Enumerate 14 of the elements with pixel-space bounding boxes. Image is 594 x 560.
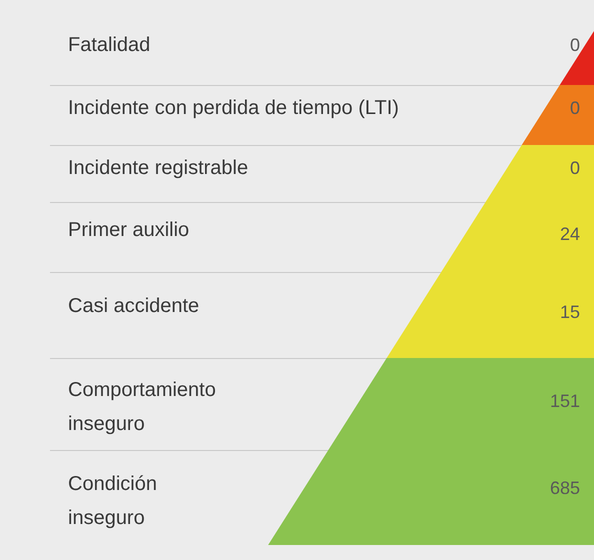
category-label: Casi accidente (68, 294, 200, 319)
category-label: Incidente registrable (68, 156, 250, 181)
count-value: 151 (550, 390, 580, 412)
category-label: Comportamiento inseguro (68, 378, 217, 437)
count-value: 0 (570, 157, 580, 179)
category-label: Condición inseguro (68, 472, 158, 531)
count-value: 0 (570, 34, 580, 56)
count-value: 685 (550, 477, 580, 499)
count-value: 15 (560, 301, 580, 323)
category-label: Fatalidad (68, 33, 152, 58)
count-value: 24 (560, 223, 580, 245)
count-value: 0 (570, 97, 580, 119)
category-label: Incidente con perdida de tiempo (LTI) (68, 96, 400, 121)
category-label: Primer auxilio (68, 218, 190, 243)
